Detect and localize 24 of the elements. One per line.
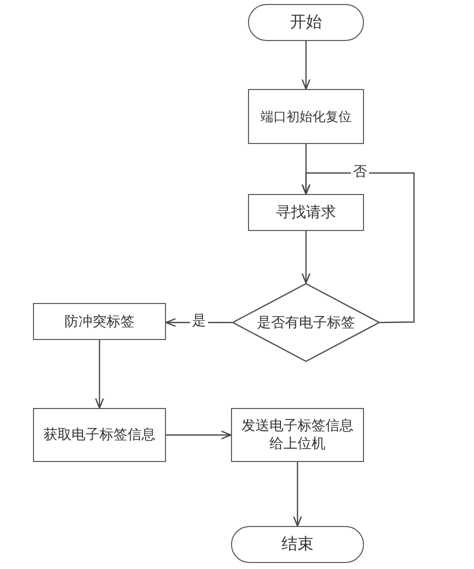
arrow [302, 172, 415, 324]
process-box [248, 194, 364, 231]
node-label: 寻找请求 [276, 203, 336, 222]
process-box [248, 89, 364, 144]
process-box [33, 303, 166, 340]
node-label: 防冲突标签 [64, 312, 134, 330]
decision-diamond [232, 283, 380, 362]
terminal-shape [231, 526, 364, 563]
process-box [33, 408, 166, 462]
node-label: 结束 [282, 534, 314, 555]
node-label: 端口初始化复位 [260, 108, 352, 126]
arrow [293, 462, 302, 527]
node-label: 是否有电子标签 [257, 314, 355, 332]
terminal-shape [248, 4, 364, 41]
node-label: 开始 [290, 12, 322, 33]
process-box [231, 408, 364, 462]
node-label: 获取电子标签信息 [44, 426, 156, 444]
arrow [302, 231, 310, 284]
edge-label: 否 [351, 163, 369, 181]
node-label: 发送电子标签信息给上位机 [240, 417, 354, 453]
edge-label: 是 [190, 312, 208, 330]
arrow [95, 340, 104, 409]
arrow [166, 430, 232, 440]
arrow [302, 41, 310, 90]
